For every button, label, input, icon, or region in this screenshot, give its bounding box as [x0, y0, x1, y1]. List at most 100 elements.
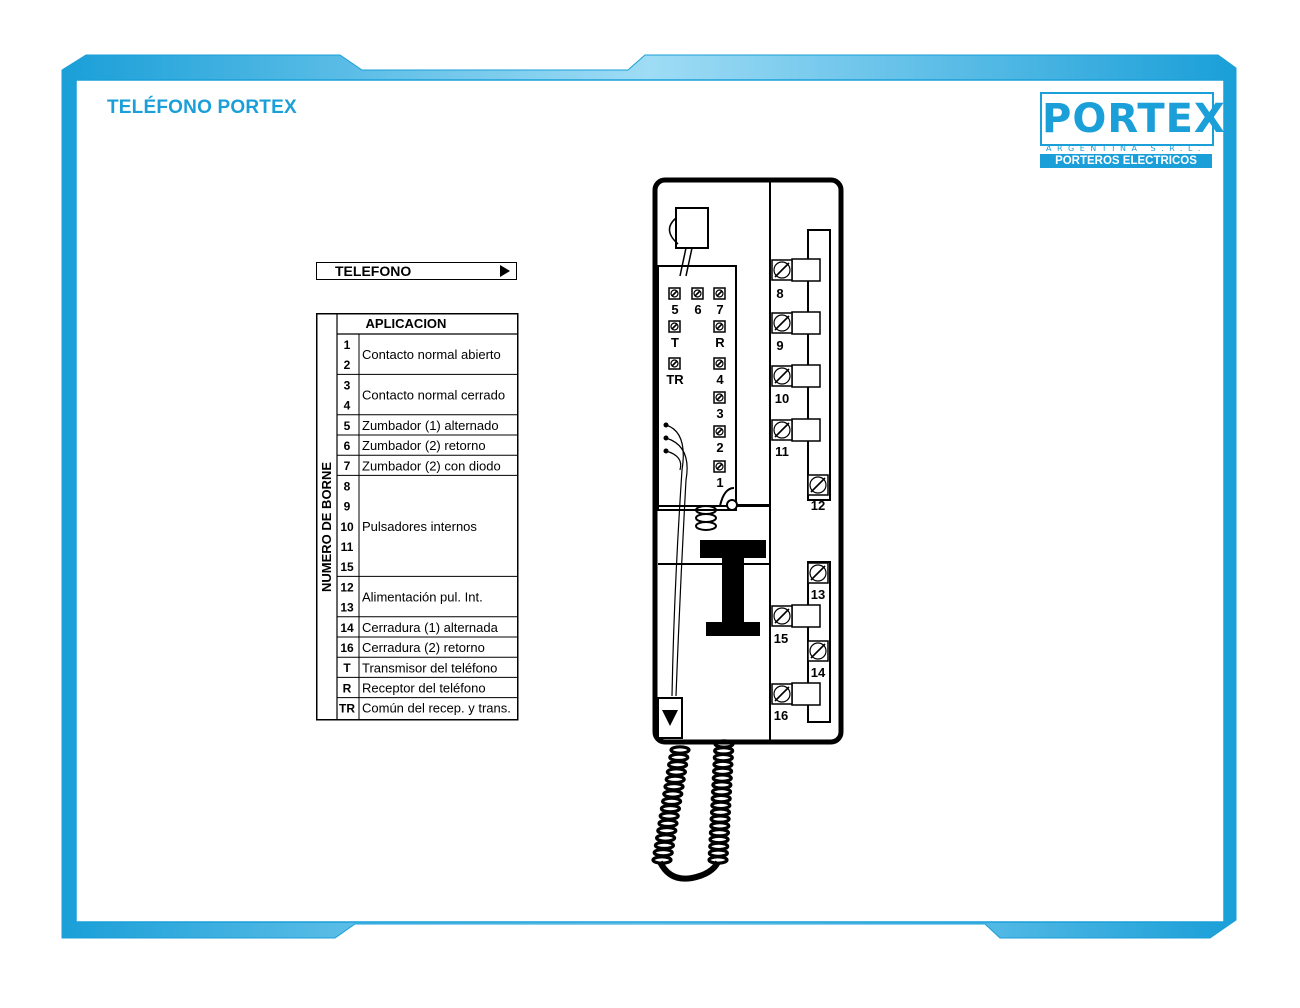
terminal-screw	[713, 357, 726, 370]
table-row-number: 12	[340, 580, 354, 594]
hook-bar-top	[700, 540, 766, 558]
terminal-label: R	[715, 335, 725, 350]
terminal-screw	[771, 312, 793, 334]
terminal-screw	[771, 259, 793, 281]
table-row-number: 3	[344, 378, 351, 392]
table-row-number: 13	[340, 601, 354, 615]
logo-box: PORTEX	[1040, 92, 1226, 146]
terminal-label: TR	[666, 372, 684, 387]
telefono-header: TELEFONO	[316, 262, 517, 280]
button-contact-plate	[791, 604, 821, 628]
button-contact-plate	[791, 364, 821, 388]
table-row-description: Cerradura (1) alternada	[362, 620, 499, 635]
terminal-screw	[668, 287, 681, 300]
table-row-number: 10	[340, 520, 354, 534]
terminal-label: 11	[775, 444, 789, 459]
terminal-screw	[807, 474, 829, 496]
terminal-screw	[713, 320, 726, 333]
table-row-number: 2	[344, 358, 351, 372]
terminal-label: 16	[774, 708, 788, 723]
page-title: TELÉFONO PORTEX	[107, 97, 297, 118]
table-row-description: Pulsadores internos	[362, 519, 477, 534]
table-row-number: 1	[344, 338, 351, 352]
table-row-number: 16	[340, 641, 354, 655]
hook-switch	[726, 499, 738, 511]
logo-word: PORTEX	[1042, 96, 1226, 142]
terminal-screw	[807, 640, 829, 662]
terminal-screw	[771, 683, 793, 705]
table-row-description: Contacto normal abierto	[362, 347, 501, 362]
table-row-number: 7	[344, 459, 351, 473]
table-row-number: 15	[340, 560, 354, 574]
terminal-label: 9	[776, 338, 783, 353]
arrow-right-icon	[500, 265, 510, 277]
table-row-number: 8	[344, 479, 351, 493]
button-contact-plate	[791, 258, 821, 282]
frame-inner	[76, 80, 1224, 922]
terminal-label: 8	[776, 286, 783, 301]
terminal-screw	[713, 460, 726, 473]
terminal-label: 15	[774, 631, 788, 646]
table-row-description: Común del recep. y trans.	[362, 701, 511, 716]
button-contact-plate	[791, 311, 821, 335]
telefono-header-label: TELEFONO	[335, 263, 412, 279]
table-row-description: Receptor del teléfono	[362, 681, 486, 696]
logo-tagline: PORTEROS ELECTRICOS	[1040, 154, 1212, 168]
table-row-number: 14	[340, 621, 354, 635]
table-row-number: 9	[344, 500, 351, 514]
terminal-label: 10	[775, 391, 789, 406]
terminal-label: 13	[811, 587, 825, 602]
terminal-screw	[668, 357, 681, 370]
hook-bar-stem	[722, 558, 744, 622]
table-row-number: 6	[344, 439, 351, 453]
terminal-label: 5	[671, 302, 678, 317]
terminal-label: 4	[716, 372, 724, 387]
button-contact-plate	[791, 682, 821, 706]
earpiece-jack	[675, 207, 709, 249]
terminal-screw	[771, 365, 793, 387]
table-row-number: R	[343, 681, 352, 695]
terminal-label: 3	[716, 406, 723, 421]
table-row-description: Zumbador (1) alternado	[362, 418, 499, 433]
table-row-number: 5	[344, 419, 351, 433]
logo-sub: ARGENTINA S.R.L.	[1046, 144, 1206, 153]
table-row-description: Alimentación pul. Int.	[362, 590, 483, 605]
portex-logo: PORTEX ARGENTINA S.R.L. PORTEROS ELECTRI…	[1040, 92, 1226, 168]
table-side-label: NUMERO DE BORNE	[319, 462, 334, 592]
terminal-label: 7	[716, 302, 723, 317]
table-row-number: TR	[339, 702, 355, 716]
coiled-cord	[651, 739, 735, 882]
table-row-number: T	[343, 661, 351, 675]
terminal-label: 6	[694, 302, 701, 317]
terminal-screw	[713, 287, 726, 300]
terminal-label: 14	[811, 665, 826, 680]
hook-bar-foot	[706, 622, 760, 636]
hook-spring	[695, 505, 717, 531]
button-contact-plate	[791, 418, 821, 442]
terminal-label: T	[671, 335, 679, 350]
table-row-description: Cerradura (2) retorno	[362, 640, 485, 655]
terminal-screw	[771, 419, 793, 441]
terminal-screw	[713, 425, 726, 438]
table-row-description: Contacto normal cerrado	[362, 388, 505, 403]
table-row-number: 11	[341, 540, 354, 554]
terminal-screw	[807, 562, 829, 584]
terminal-label: 1	[716, 475, 723, 490]
terminal-label: 12	[811, 498, 825, 513]
table-row-description: Zumbador (2) con diodo	[362, 458, 501, 473]
terminal-screw	[771, 605, 793, 627]
terminal-label: 2	[716, 440, 723, 455]
terminal-screw	[668, 320, 681, 333]
table-outline	[316, 313, 519, 721]
table-row-description: Transmisor del teléfono	[362, 660, 497, 675]
table-header: APLICACION	[366, 316, 447, 331]
table-row-description: Zumbador (2) retorno	[362, 438, 486, 453]
terminal-screw	[713, 391, 726, 404]
table-row-number: 4	[344, 399, 351, 413]
terminal-screw	[691, 287, 704, 300]
